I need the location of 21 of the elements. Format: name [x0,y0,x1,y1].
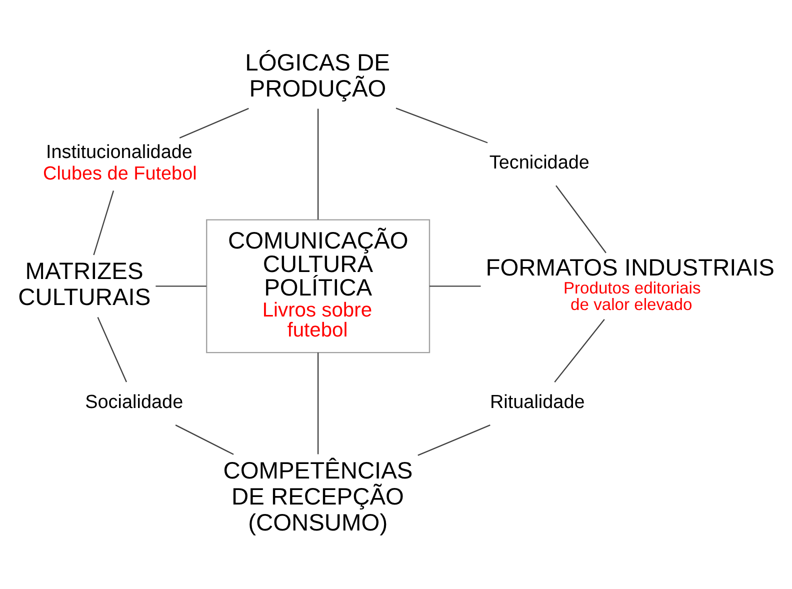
node-text: MATRIZES CULTURAIS [18,259,151,312]
connector [179,108,249,138]
node-text: Institucionalidade Clubes de Futebol [43,142,197,184]
connector [317,352,319,454]
node-text: COMPETÊNCIAS DE RECEPÇÃO (CONSUMO) [223,458,413,536]
connector [556,185,606,254]
connector [175,424,234,455]
node-text: Tecnicidade [489,152,590,174]
connector [156,286,206,287]
connector [430,286,481,287]
node-text: LÓGICAS DE PRODUÇÃO [245,50,390,103]
connector [317,108,319,220]
node-text: Socialidade [85,392,184,414]
node-text: Ritualidade [490,392,585,414]
node-text: FORMATOS INDUSTRIAIS Produtos editoriais de valor elevado [486,256,774,314]
node-box: COMUNICAÇÃO CULTURA POLÍTICA Livros sobre futebol [206,219,430,354]
connector [97,317,128,382]
connector [554,319,605,382]
connector [418,424,490,456]
connector [396,108,488,144]
connector [93,190,114,256]
